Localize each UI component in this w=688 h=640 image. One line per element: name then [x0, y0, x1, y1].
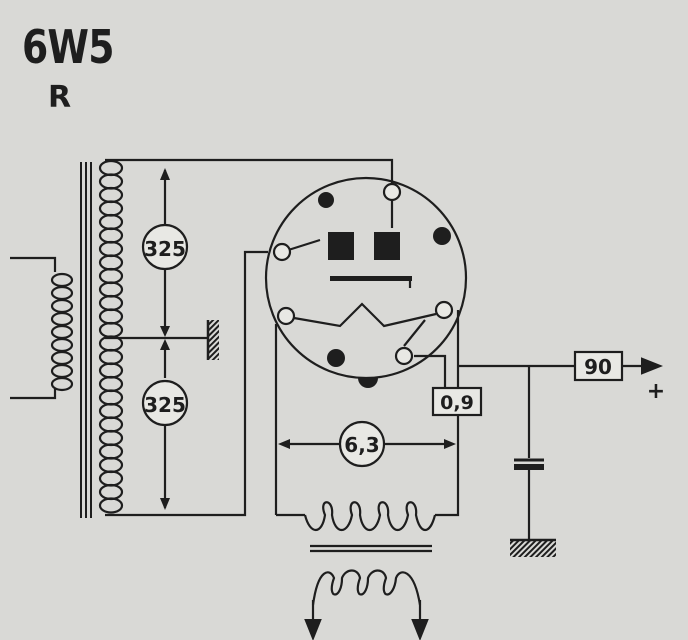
secondary-coil-loop — [98, 240, 124, 258]
mains-transformer — [10, 158, 394, 518]
svg-text:6,3: 6,3 — [344, 433, 379, 457]
pin-cathode — [394, 346, 414, 366]
secondary-coil-loop — [98, 267, 124, 285]
pin-anode-top — [382, 182, 402, 202]
svg-text:325: 325 — [144, 237, 186, 261]
secondary-coil-loop — [98, 186, 124, 204]
secondary-coil-loop — [98, 281, 124, 298]
tube-type-title: 6W5 — [22, 20, 114, 74]
label-filament-current: 0,9 — [431, 386, 483, 417]
center-tap-ground — [206, 320, 219, 360]
secondary-coil-loop — [98, 497, 124, 514]
svg-text:325: 325 — [144, 393, 186, 417]
pin-filament-left — [276, 306, 296, 326]
cathode-output-lead — [414, 354, 447, 388]
output-polarity-sign: + — [647, 379, 665, 404]
secondary-coil-loop — [98, 375, 124, 393]
secondary-coil-loop — [98, 227, 124, 244]
anode-plate-2 — [374, 232, 400, 260]
pin-unused-3 — [327, 349, 345, 367]
pin-filament-right — [434, 300, 454, 320]
transformer-core — [80, 162, 92, 518]
label-output-voltage: 90 — [573, 350, 624, 382]
secondary-coil-loop — [98, 213, 124, 231]
label-filament-voltage: 6,3 — [338, 420, 386, 468]
secondary-coil-loop — [98, 159, 124, 177]
anode-plate-1 — [328, 232, 354, 260]
filament-transformer — [303, 501, 437, 640]
filament-voltage-dimension — [278, 439, 456, 449]
secondary-bottom-lead — [105, 250, 268, 517]
tube-pins — [272, 182, 454, 388]
secondary-winding — [98, 159, 124, 514]
secondary-coil-loop — [98, 402, 124, 420]
secondary-coil-loop — [98, 429, 124, 447]
secondary-coil-loop — [98, 308, 124, 325]
pin-anode-left — [272, 242, 292, 262]
secondary-coil-loop — [98, 389, 124, 406]
secondary-coil-loop — [98, 443, 124, 460]
filter-capacitor — [514, 366, 544, 540]
base-key — [358, 378, 378, 388]
secondary-coil-loop — [98, 348, 124, 366]
secondary-coil-loop — [98, 456, 124, 474]
secondary-coil-loop — [98, 254, 124, 271]
secondary-coil-loop — [98, 321, 124, 339]
secondary-coil-loop — [98, 173, 124, 190]
filament-lead-right — [435, 310, 460, 517]
secondary-coil-loop — [98, 200, 124, 217]
svg-text:0,9: 0,9 — [440, 392, 474, 414]
pin-unused-1 — [318, 192, 334, 208]
label-lower-voltage: 325 — [141, 379, 189, 427]
tube-internal-wiring — [281, 198, 437, 347]
secondary-coil-loop — [98, 416, 124, 433]
primary-leads — [10, 256, 57, 400]
secondary-coil-loop — [98, 294, 124, 312]
secondary-coil-loop — [98, 483, 124, 501]
secondary-voltage-dimensions — [160, 168, 170, 510]
cathode-bar — [330, 276, 412, 281]
primary-winding — [50, 272, 74, 392]
secondary-top-lead — [105, 158, 394, 186]
secondary-coil-loop — [98, 362, 124, 379]
capacitor-ground — [510, 538, 556, 557]
tube-variant-label: R — [48, 80, 72, 115]
pin-unused-2 — [433, 227, 451, 245]
tube-electrodes — [328, 232, 412, 281]
secondary-coil-loop — [98, 470, 124, 487]
label-upper-voltage: 325 — [141, 223, 189, 271]
svg-text:90: 90 — [584, 355, 612, 379]
